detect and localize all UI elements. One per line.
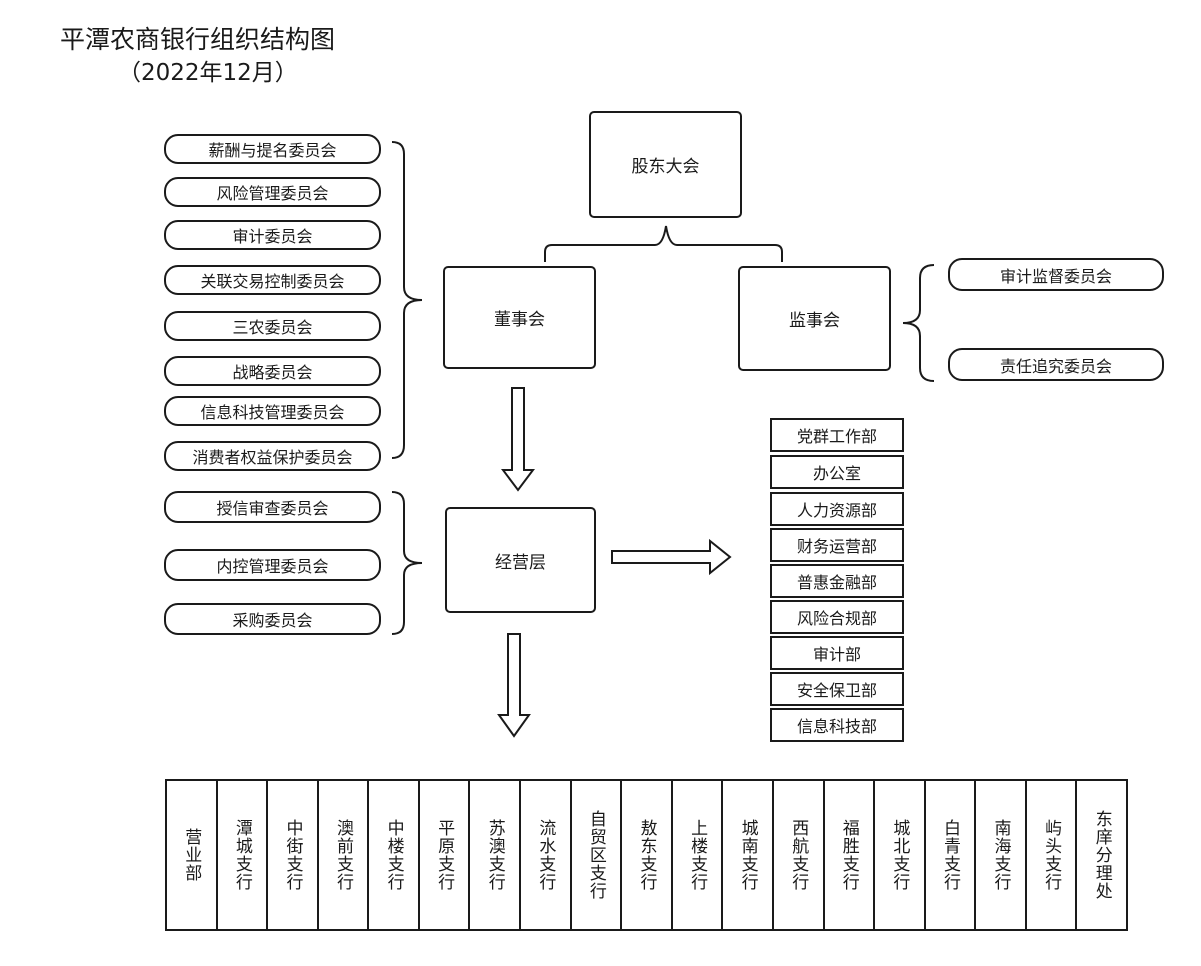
branch-label: 城北支行 xyxy=(889,819,910,891)
management-box: 经营层 xyxy=(445,507,596,613)
branch-cell: 澳前支行 xyxy=(319,781,370,929)
board-committee: 审计委员会 xyxy=(164,220,381,250)
branch-cell: 中街支行 xyxy=(268,781,319,929)
branch-label: 苏澳支行 xyxy=(484,819,505,891)
branch-cell: 敖东支行 xyxy=(622,781,673,929)
branch-cell: 城北支行 xyxy=(875,781,926,929)
management-committee: 授信审查委员会 xyxy=(164,491,381,523)
branch-cell: 东庠分理处 xyxy=(1077,781,1126,929)
board-committee: 消费者权益保护委员会 xyxy=(164,441,381,471)
branch-label: 营业部 xyxy=(181,828,202,882)
branch-label: 城南支行 xyxy=(737,819,758,891)
branch-cell: 西航支行 xyxy=(774,781,825,929)
branch-label: 中街支行 xyxy=(282,819,303,891)
arrow-management-to-branches xyxy=(497,633,531,738)
branch-label: 上楼支行 xyxy=(687,819,708,891)
branch-cell: 流水支行 xyxy=(521,781,572,929)
branch-cell: 营业部 xyxy=(167,781,218,929)
page-title: 平潭农商银行组织结构图 xyxy=(60,25,336,54)
branch-label: 屿头支行 xyxy=(1041,819,1062,891)
shareholders-brace xyxy=(544,225,783,262)
branch-cell: 平原支行 xyxy=(420,781,471,929)
shareholders-box: 股东大会 xyxy=(589,111,742,218)
management-committee: 内控管理委员会 xyxy=(164,549,381,581)
branch-cell: 潭城支行 xyxy=(218,781,269,929)
branch-cell: 上楼支行 xyxy=(673,781,724,929)
board-committee: 关联交易控制委员会 xyxy=(164,265,381,295)
department: 审计部 xyxy=(770,636,904,670)
supervisor-committee: 责任追究委员会 xyxy=(948,348,1164,381)
branch-cell: 南海支行 xyxy=(976,781,1027,929)
board-committee: 战略委员会 xyxy=(164,356,381,386)
arrow-management-to-departments xyxy=(611,538,732,576)
board-committee: 薪酬与提名委员会 xyxy=(164,134,381,164)
branch-label: 福胜支行 xyxy=(838,819,859,891)
branch-cell: 福胜支行 xyxy=(825,781,876,929)
board-committee: 风险管理委员会 xyxy=(164,177,381,207)
management-committee: 采购委员会 xyxy=(164,603,381,635)
supervisors-box: 监事会 xyxy=(738,266,891,371)
branch-cell: 白青支行 xyxy=(926,781,977,929)
branch-label: 东庠分理处 xyxy=(1091,810,1112,900)
branch-cell: 城南支行 xyxy=(723,781,774,929)
department: 普惠金融部 xyxy=(770,564,904,598)
supervisor-committee: 审计监督委员会 xyxy=(948,258,1164,291)
branch-cell: 自贸区支行 xyxy=(572,781,623,929)
department: 人力资源部 xyxy=(770,492,904,526)
board-committees-brace xyxy=(391,141,423,459)
branch-cell: 苏澳支行 xyxy=(470,781,522,929)
board-committee: 信息科技管理委员会 xyxy=(164,396,381,426)
department: 党群工作部 xyxy=(770,418,904,452)
branch-label: 流水支行 xyxy=(535,819,556,891)
branch-cell: 屿头支行 xyxy=(1027,781,1078,929)
branch-label: 潭城支行 xyxy=(231,819,252,891)
supervisor-committees-brace xyxy=(902,264,935,382)
management-committees-brace xyxy=(391,491,423,635)
arrow-board-to-management xyxy=(501,387,535,492)
branch-label: 自贸区支行 xyxy=(585,810,606,900)
page-subtitle: （2022年12月） xyxy=(118,60,298,86)
department: 安全保卫部 xyxy=(770,672,904,706)
department: 财务运营部 xyxy=(770,528,904,562)
branch-label: 中楼支行 xyxy=(383,819,404,891)
branch-label: 西航支行 xyxy=(788,819,809,891)
branch-cell: 中楼支行 xyxy=(369,781,420,929)
branch-label: 南海支行 xyxy=(990,819,1011,891)
branches-table: 营业部 潭城支行 中街支行 澳前支行 中楼支行 平原支行 苏澳支行 流水支行 自… xyxy=(165,779,1128,931)
branch-label: 敖东支行 xyxy=(636,819,657,891)
department: 信息科技部 xyxy=(770,708,904,742)
department: 办公室 xyxy=(770,455,904,489)
board-committee: 三农委员会 xyxy=(164,311,381,341)
branch-label: 平原支行 xyxy=(434,819,455,891)
branch-label: 白青支行 xyxy=(939,819,960,891)
board-box: 董事会 xyxy=(443,266,596,369)
branch-label: 澳前支行 xyxy=(333,819,354,891)
department: 风险合规部 xyxy=(770,600,904,634)
